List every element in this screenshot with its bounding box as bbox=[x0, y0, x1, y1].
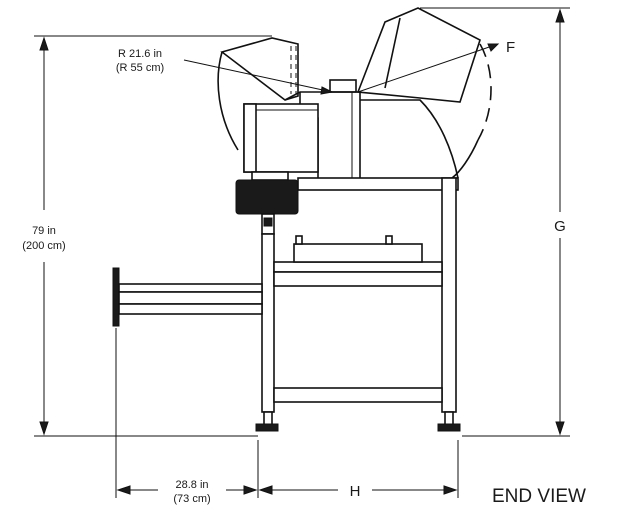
height-label-in: 79 in bbox=[32, 225, 56, 237]
right-hopper bbox=[356, 7, 492, 179]
conveyor-arm bbox=[112, 267, 263, 327]
g-dimension bbox=[420, 7, 570, 437]
callout-h: H bbox=[350, 483, 361, 500]
top-block bbox=[329, 79, 357, 93]
depth-label-cm: (73 cm) bbox=[173, 493, 210, 505]
radius-leader bbox=[183, 43, 500, 95]
height-label-cm: (200 cm) bbox=[22, 240, 65, 252]
view-title: END VIEW bbox=[492, 486, 586, 507]
h-dimension bbox=[258, 440, 459, 498]
callout-f: F bbox=[506, 39, 515, 56]
depth-label-in: 28.8 in bbox=[175, 479, 208, 491]
radius-label-cm: (R 55 cm) bbox=[116, 62, 164, 74]
motor-unit bbox=[235, 171, 299, 235]
left-hopper bbox=[217, 37, 299, 151]
height-dimension bbox=[34, 35, 272, 437]
side-panel bbox=[243, 103, 319, 173]
main-frame bbox=[255, 177, 461, 432]
radius-label-in: R 21.6 in bbox=[118, 48, 162, 60]
callout-g: G bbox=[554, 218, 566, 235]
depth-dimension bbox=[115, 328, 259, 498]
